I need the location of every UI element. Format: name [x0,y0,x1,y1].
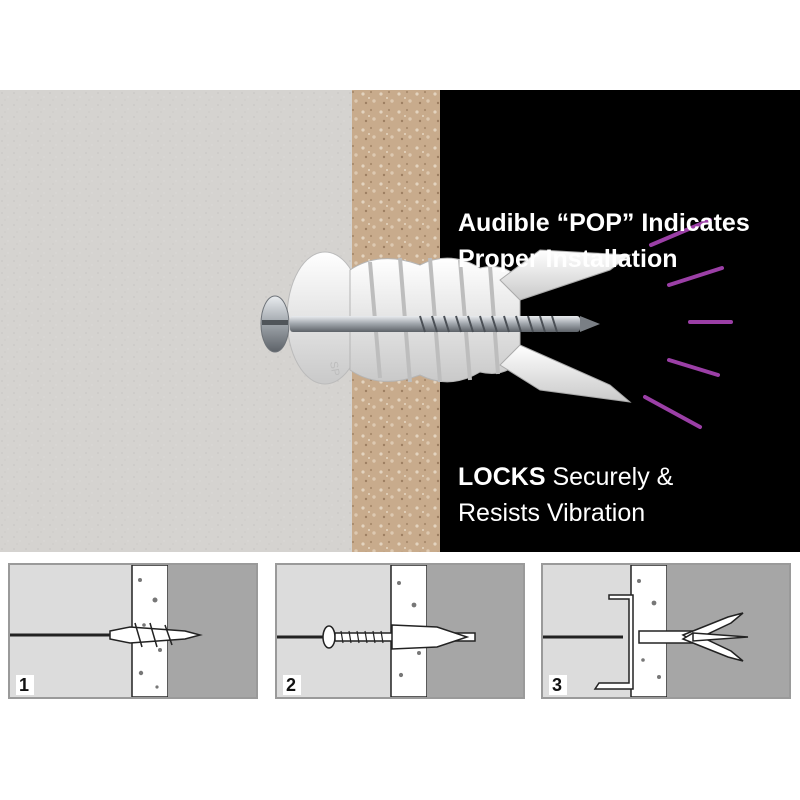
step-panel-2: 2 [275,563,525,699]
caption-pop-line1: Audible “POP” Indicates [458,209,750,237]
step-number: 3 [549,675,568,695]
step-number: 2 [283,675,302,695]
caption-locks-rest: Securely & [545,463,674,491]
step-3-diagram [543,565,789,697]
step-panel-1: 1 [8,563,258,699]
screw-slot [262,320,288,325]
screw [260,295,600,353]
caption-locks-strong: LOCKS [458,463,546,491]
caption-pop: Audible “POP” Indicates Proper Installat… [458,205,750,277]
step-number: 1 [16,675,35,695]
step-panel-3: 3 [541,563,791,699]
caption-locks: LOCKS Securely & Resists Vibration [458,459,673,531]
step-1-diagram [10,565,256,697]
caption-locks-line2: Resists Vibration [458,499,646,527]
anchor-head-marking: SP [327,360,341,377]
hero-scene: SP [0,90,800,552]
step-2-diagram [277,565,523,697]
caption-pop-line2: Proper Installation [458,245,678,273]
hero-illustration: SP Audible “POP” Indicates Proper In [0,90,800,552]
caption-locks-line1: LOCKS Securely & [458,459,673,495]
pop-indicator-lines [643,218,733,429]
